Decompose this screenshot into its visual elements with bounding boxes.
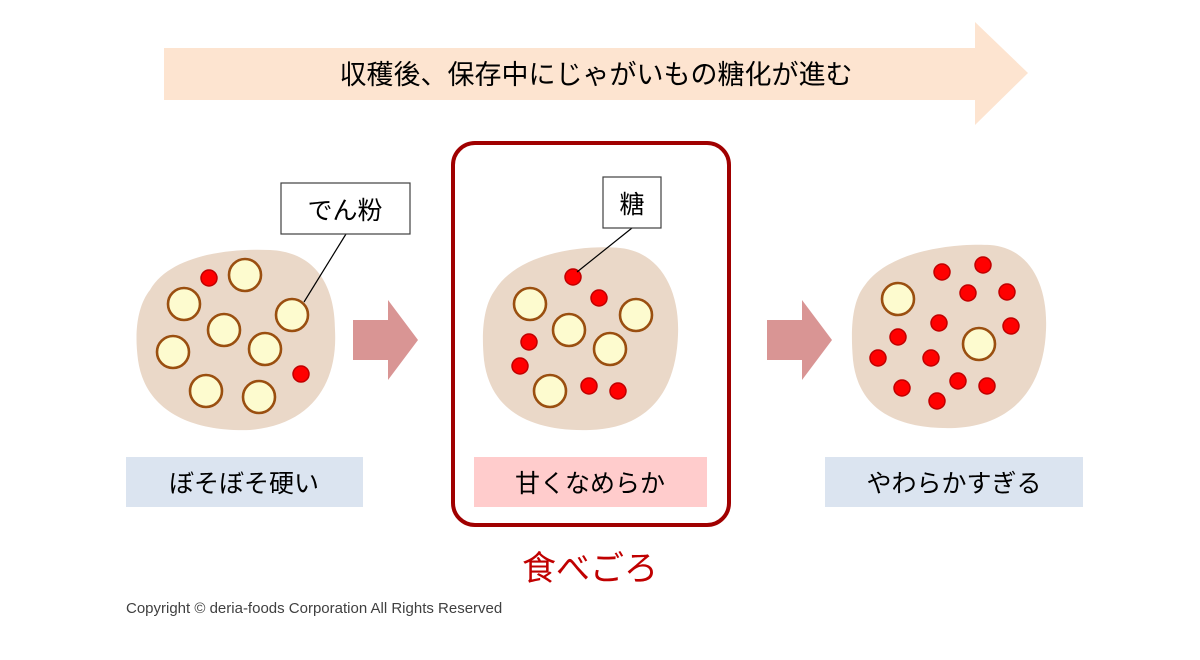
starch-grain	[166, 286, 202, 322]
callout-box	[280, 182, 411, 235]
header-arrow-shape	[164, 22, 1028, 125]
callout-starch-label: でん粉	[307, 196, 382, 225]
stage-label-bg	[825, 457, 1083, 507]
sugar-particle	[949, 372, 967, 390]
sugar-particle	[869, 349, 887, 367]
starch-grain	[532, 373, 568, 409]
sugar-particle	[609, 382, 627, 400]
sugar-particle	[928, 392, 946, 410]
stage-label-bg	[474, 457, 707, 507]
sugar-particle	[974, 256, 992, 274]
header-arrow-label: 収穫後、保存中にじゃがいもの糖化が進む	[340, 60, 853, 91]
starch-grain	[961, 326, 997, 362]
sugar-particle	[580, 377, 598, 395]
header-arrow: 収穫後、保存中にじゃがいもの糖化が進む	[164, 22, 1028, 125]
callout-leader-line	[576, 227, 633, 273]
stage-label-early: ぼそぼそ硬い	[126, 457, 363, 507]
starch-grain	[880, 281, 916, 317]
starch-grain	[592, 331, 628, 367]
starch-grain	[618, 297, 654, 333]
callout-starch: でん粉	[280, 182, 411, 303]
stage-label-best: 甘くなめらか	[474, 457, 707, 507]
sugar-particle	[200, 269, 218, 287]
stage-label-late: やわらかすぎる	[825, 457, 1083, 507]
copyright-notice: Copyright © deria-foods Corporation All …	[126, 600, 503, 617]
starch-grain	[274, 297, 310, 333]
potato-best	[482, 247, 679, 431]
sugar-particle	[933, 263, 951, 281]
sugar-particle	[998, 283, 1016, 301]
highlight-caption: 食べごろ	[522, 549, 658, 589]
stage-label-text: ぼそぼそ硬い	[169, 469, 319, 498]
starch-grain	[155, 334, 191, 370]
sugar-particle	[564, 268, 582, 286]
callout-box	[602, 176, 662, 229]
starch-grain	[241, 379, 277, 415]
callout-sugar-label: 糖	[619, 190, 644, 219]
sugar-particle	[959, 284, 977, 302]
potato-late	[851, 244, 1047, 429]
stage-label-bg	[126, 457, 363, 507]
sugar-particle	[590, 289, 608, 307]
sugar-particle	[511, 357, 529, 375]
sugar-particle	[893, 379, 911, 397]
step-arrow-1	[353, 300, 418, 380]
step-arrow-2	[767, 300, 832, 380]
sugar-particle	[978, 377, 996, 395]
callout-leader-line	[303, 233, 347, 303]
starch-grain	[551, 312, 587, 348]
starch-grain	[188, 373, 224, 409]
starch-grain	[206, 312, 242, 348]
stage-label-text: やわらかすぎる	[866, 469, 1041, 498]
starch-grain	[227, 257, 263, 293]
sugar-particle	[292, 365, 310, 383]
stage-label-text: 甘くなめらか	[515, 469, 665, 498]
sugar-particle	[930, 314, 948, 332]
sugar-particle	[1002, 317, 1020, 335]
sugar-particle	[922, 349, 940, 367]
starch-grain	[247, 331, 283, 367]
sugar-particle	[889, 328, 907, 346]
sugar-particle	[520, 333, 538, 351]
starch-grain	[512, 286, 548, 322]
highlight-box	[451, 141, 731, 527]
callout-sugar: 糖	[576, 176, 662, 273]
potato-early	[136, 249, 336, 431]
